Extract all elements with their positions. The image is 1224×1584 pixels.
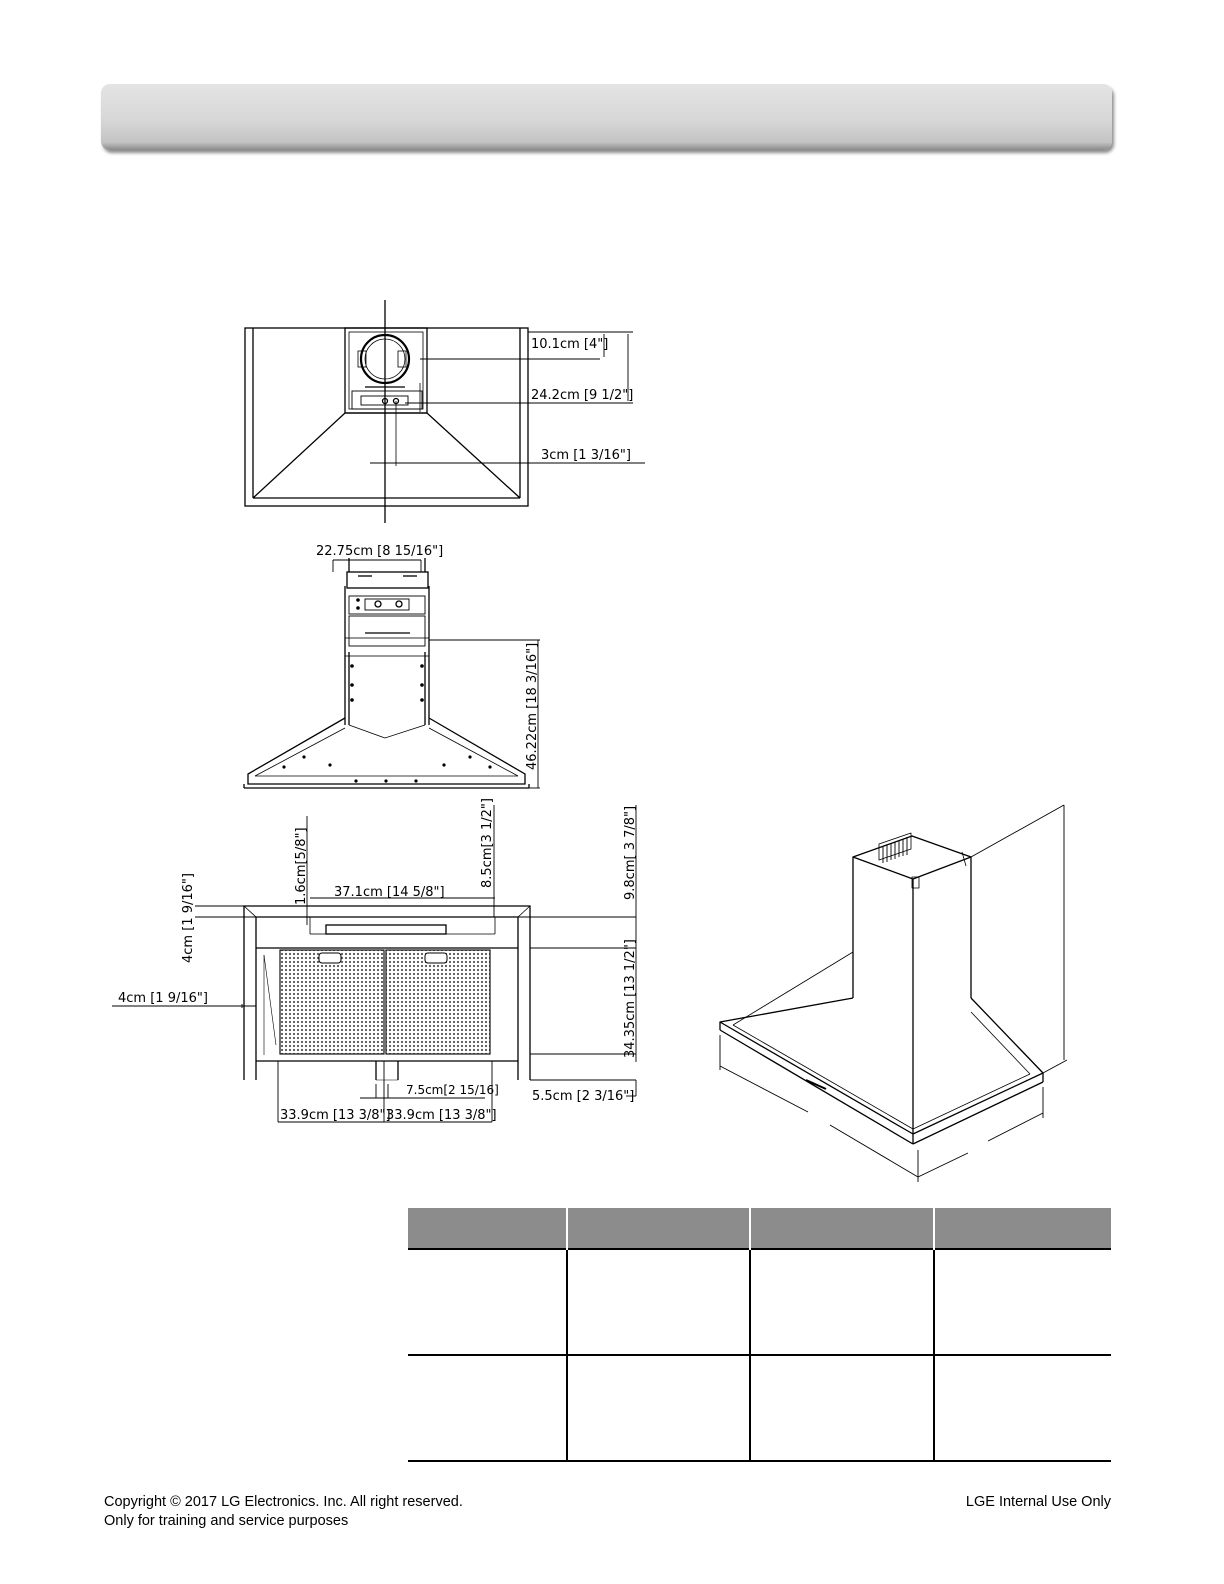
- footer-right: LGE Internal Use Only: [966, 1493, 1111, 1512]
- dim-trim-height: 4cm [1 9/16"]: [181, 873, 196, 963]
- dim-baffle-offset: 1.6cm[5/8"]: [294, 827, 309, 905]
- dim-duct-width: 22.75cm [8 15/16"]: [316, 544, 443, 559]
- spec-table: [408, 1208, 1111, 1462]
- bottom-view-dimension-lines: [112, 805, 637, 1123]
- dim-baffle-depth: 8.5cm[3 1/2"]: [480, 798, 495, 888]
- dim-chimney-height: 46.22cm [18 3/16"]: [525, 643, 540, 770]
- front-view-drawing: [243, 558, 530, 789]
- dim-filter-width-right: 33.9cm [13 3/8"]: [386, 1108, 497, 1123]
- table-cell: [408, 1355, 568, 1462]
- isometric-view-drawing: [719, 832, 1044, 1145]
- dim-duct-depth: 24.2cm [9 1/2"]: [531, 388, 633, 403]
- table-row: [408, 1248, 1111, 1356]
- table-cell: [750, 1355, 935, 1462]
- top-view-dimension-lines: [370, 331, 645, 464]
- table-row: [408, 1355, 1111, 1462]
- dim-filter-depth: 34.35cm [13 1/2"]: [623, 939, 638, 1058]
- table-cell: [408, 1248, 568, 1356]
- dim-center-offset: 3cm [1 3/16"]: [541, 448, 631, 463]
- spec-table-header-row: [408, 1208, 1111, 1249]
- front-view-dimension-lines: [332, 559, 540, 789]
- dim-baffle-width: 37.1cm [14 5/8"]: [334, 885, 445, 900]
- bottom-view-filters: [279, 949, 491, 1055]
- internal-use-label: LGE Internal Use Only: [965, 1494, 1111, 1510]
- training-notice: Only for training and service purposes: [104, 1513, 349, 1529]
- table-cell: [750, 1248, 935, 1356]
- spec-table-header-cell: [934, 1208, 1111, 1249]
- dim-rear-depth: 5.5cm [2 3/16"]: [532, 1089, 634, 1104]
- dim-filter-width-left: 33.9cm [13 3/8"]: [280, 1108, 391, 1123]
- footer-left: Copyright © 2017 LG Electronics. Inc. Al…: [104, 1493, 463, 1531]
- dim-center-gap: 7.5cm[2 15/16]: [406, 1083, 499, 1097]
- dim-front-depth: 9.8cm[ 3 7/8"]: [623, 806, 638, 900]
- front-view-rivets: [282, 598, 492, 783]
- section-header-bar: [101, 84, 1112, 150]
- top-view-drawing: [244, 300, 529, 523]
- dim-trim-width: 4cm [1 9/16"]: [118, 991, 208, 1006]
- dim-duct-height: 10.1cm [4"]: [531, 337, 608, 352]
- isometric-dimension-lines: [719, 804, 1068, 1182]
- spec-table-header-cell: [408, 1208, 568, 1249]
- table-cell: [934, 1355, 1111, 1462]
- spec-table-header-cell: [567, 1208, 751, 1249]
- table-cell: [934, 1248, 1111, 1356]
- table-cell: [567, 1248, 751, 1356]
- copyright-text: Copyright © 2017 LG Electronics. Inc. Al…: [104, 1494, 463, 1510]
- spec-table-header-cell: [750, 1208, 935, 1249]
- table-cell: [567, 1355, 751, 1462]
